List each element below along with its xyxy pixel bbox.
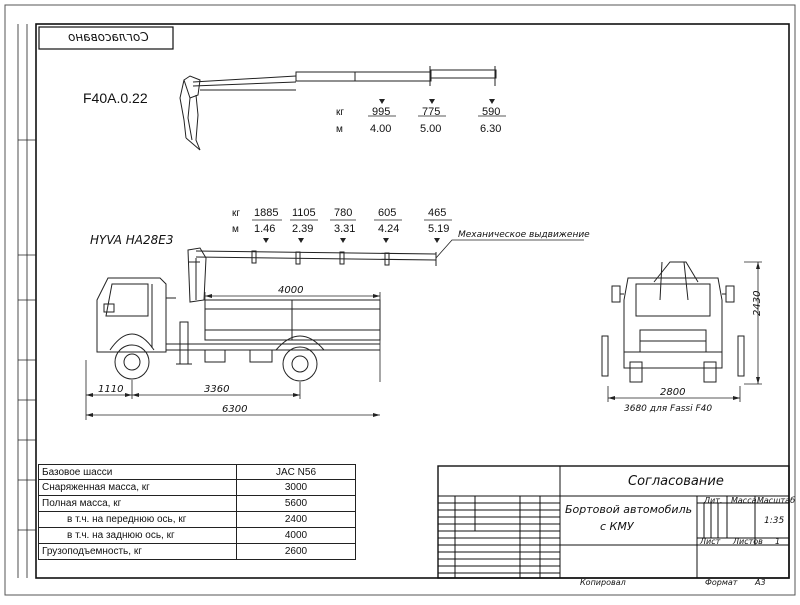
hyva-reach-3: 3.31 <box>334 223 356 235</box>
spec-value: 2600 <box>236 543 356 560</box>
hyva-kg-label: кг <box>232 208 241 219</box>
doc-title-line-1: Бортовой автомобиль <box>565 503 693 516</box>
mech-extension-leader <box>435 239 584 259</box>
dim-wheelbase: 3360 <box>204 384 230 395</box>
spec-header-value: JAC N56 <box>236 464 356 480</box>
truck-front-view <box>601 261 745 383</box>
dim-width: 2800 <box>660 387 686 398</box>
hyva-load-2: 1105 <box>292 207 316 219</box>
hyva-reach-4: 4.24 <box>378 223 400 235</box>
front-dimensions <box>607 261 762 402</box>
scale-value: 1:35 <box>764 516 785 526</box>
spec-label: в т.ч. на переднюю ось, кг <box>38 511 237 528</box>
fassi-reach-3: 6.30 <box>480 123 502 135</box>
fassi-load-1: 995 <box>372 106 391 118</box>
dim-total-length: 6300 <box>222 404 248 415</box>
format-value: А3 <box>755 578 766 587</box>
doc-title-line-2: с КМУ <box>600 520 634 533</box>
hyva-model-label: HYVA HA28E3 <box>90 233 174 247</box>
stamp-box <box>38 26 174 50</box>
fassi-load-markers <box>379 99 495 104</box>
hyva-load-markers <box>263 238 440 243</box>
scale-label: Масштаб <box>757 496 796 505</box>
truck-side-view <box>96 247 437 382</box>
fassi-reach-1: 4.00 <box>370 123 392 135</box>
front-dimension-arrows <box>608 262 760 400</box>
spec-label: Полная масса, кг <box>38 495 237 512</box>
spec-row: Полная масса, кг 5600 <box>38 495 356 512</box>
spec-label: в т.ч. на заднюю ось, кг <box>38 527 237 544</box>
spec-table: Базовое шасси JAC N56 Снаряженная масса,… <box>38 464 356 560</box>
sheets-value: 1 <box>775 537 781 546</box>
spec-header-label: Базовое шасси <box>38 464 237 480</box>
dim-height: 2430 <box>752 290 763 316</box>
crane-model-label: F40A.0.22 <box>83 90 148 106</box>
hyva-reach-1: 1.46 <box>254 223 276 235</box>
outer-frame <box>4 4 796 596</box>
hyva-load-4: 605 <box>378 207 397 219</box>
binding-strip <box>17 24 36 578</box>
title-agreement: Согласование <box>628 474 724 489</box>
spec-header-row: Базовое шасси JAC N56 <box>38 464 356 480</box>
fassi-load-2: 775 <box>422 106 441 118</box>
dim-front-overhang: 1110 <box>98 384 124 395</box>
hyva-load-3: 780 <box>334 207 353 219</box>
fassi-kg-label: кг <box>336 107 345 118</box>
hyva-m-label: м <box>232 224 239 235</box>
hyva-load-1: 1885 <box>254 207 279 219</box>
dim-body-length: 4000 <box>278 285 304 296</box>
lit-label: Лит. <box>704 496 723 505</box>
side-dimension-arrows <box>86 294 380 417</box>
format-label: Формат <box>705 578 738 587</box>
title-block <box>437 465 790 579</box>
dim-outrigger-note: 3680 для Fassi F40 <box>624 404 713 414</box>
mech-extension-label: Механическое выдвижение <box>458 230 590 240</box>
spec-row: Грузоподъемность, кг 2600 <box>38 543 356 560</box>
mass-label: Масса <box>731 496 757 505</box>
spec-label: Грузоподъемность, кг <box>38 543 237 560</box>
spec-label: Снаряженная масса, кг <box>38 479 237 496</box>
fassi-crane-sketch <box>179 66 497 151</box>
hyva-reach-5: 5.19 <box>428 223 450 235</box>
fassi-reach-2: 5.00 <box>420 123 442 135</box>
hyva-reach-2: 2.39 <box>292 223 314 235</box>
spec-value: 2400 <box>236 511 356 528</box>
spec-value: 3000 <box>236 479 356 496</box>
fassi-load-3: 590 <box>482 106 501 118</box>
hyva-load-5: 465 <box>428 207 447 219</box>
spec-row: в т.ч. на переднюю ось, кг 2400 <box>38 511 356 528</box>
stamp-text: Согласовано <box>68 30 149 44</box>
inner-frame <box>35 23 790 579</box>
spec-row: Снаряженная масса, кг 3000 <box>38 479 356 496</box>
spec-value: 4000 <box>236 527 356 544</box>
spec-value: 5600 <box>236 495 356 512</box>
sheet-label: Лист <box>700 537 721 546</box>
sheets-label: Листов <box>733 537 763 546</box>
copied-label: Копировал <box>580 578 626 587</box>
side-dimensions <box>85 292 381 420</box>
fassi-m-label: м <box>336 124 343 135</box>
spec-row: в т.ч. на заднюю ось, кг 4000 <box>38 527 356 544</box>
